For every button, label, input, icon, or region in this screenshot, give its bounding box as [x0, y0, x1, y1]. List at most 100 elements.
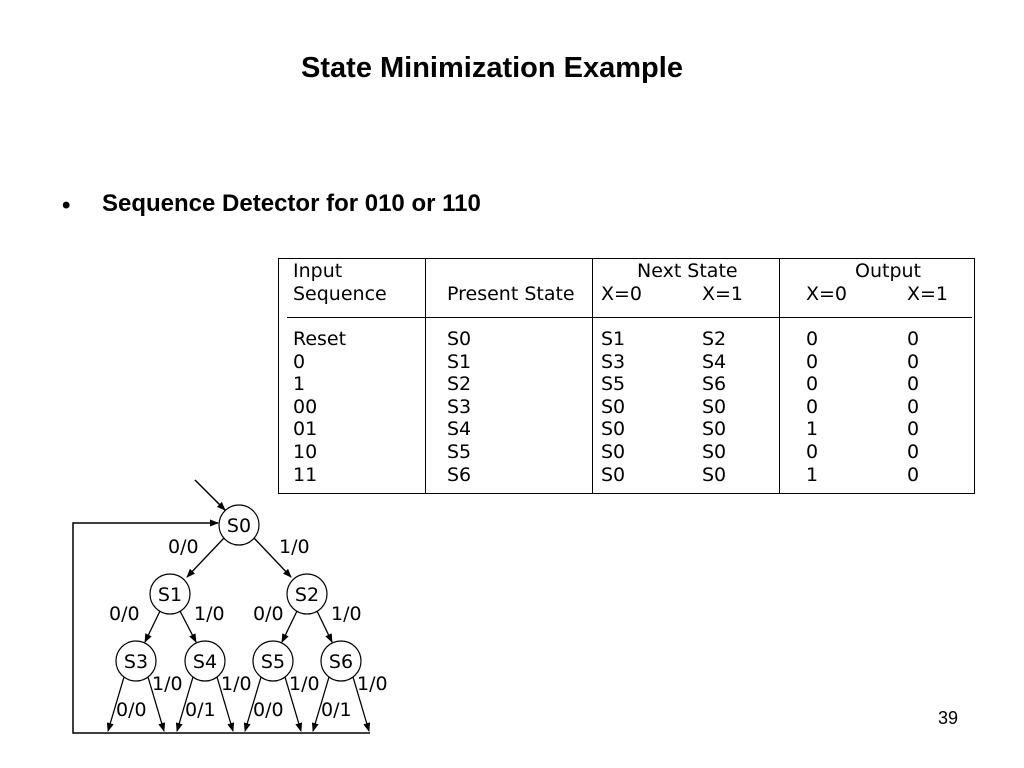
table-cell-next-x0: S1: [601, 328, 626, 350]
table-cell-input: 10: [293, 440, 318, 463]
header-out-x0: X=0: [806, 283, 848, 305]
edge-label-s6-out-right: 1/0: [357, 673, 388, 695]
state-node-s0: [218, 504, 260, 546]
edge-s5-out-right: [284, 676, 303, 732]
edge-label-s5-out-right: 1/0: [289, 673, 320, 695]
state-label-s2: S2: [295, 584, 319, 606]
state-label-s3: S3: [124, 651, 148, 673]
state-label-s0: S0: [227, 515, 251, 537]
edge-s0-s1: [186, 537, 225, 578]
edge-s3-out-right: [147, 676, 166, 732]
table-cell-next-x1: S0: [702, 463, 727, 486]
bullet-symbol: •: [62, 192, 71, 219]
edge-label-s2-s6: 1/0: [331, 603, 362, 625]
edge-label-s1-s3: 0/0: [109, 603, 140, 625]
state-node-s5: [252, 640, 294, 682]
edge-s6-out-left: [311, 676, 330, 732]
table-cell-out-x1: 0: [907, 328, 920, 350]
state-label-s6: S6: [329, 651, 353, 673]
table-cell-next-x1: S0: [702, 440, 727, 463]
edge-s0-s2: [253, 537, 292, 578]
header-sequence: Sequence: [293, 283, 387, 305]
start-arrow: [194, 479, 226, 511]
table-cell-present: S6: [447, 463, 472, 486]
reset-loop-path: [72, 519, 370, 734]
table-cell-next-x0: S0: [601, 395, 626, 418]
table-cell-input: 11: [293, 463, 318, 486]
table-cell-out-x0: 0: [806, 440, 819, 463]
table-cell-input: Reset: [293, 328, 347, 350]
table-cell-out-x1: 0: [907, 440, 920, 463]
page-number: 39: [938, 708, 959, 728]
edge-label-s6-out-left: 0/1: [321, 699, 352, 721]
state-table: Input Sequence Present State Next State …: [278, 258, 975, 494]
table-divider: [592, 259, 593, 493]
header-next-state: Next State: [637, 260, 738, 282]
edge-s6-out-right: [352, 676, 371, 732]
header-next-x1: X=1: [702, 283, 744, 305]
state-node-s2: [286, 573, 328, 615]
table-cell-out-x0: 0: [806, 328, 819, 350]
table-cell-out-x1: 0: [907, 373, 920, 396]
edge-label-s5-out-left: 0/0: [253, 699, 284, 721]
header-rule: [287, 317, 972, 318]
table-cell-out-x1: 0: [907, 463, 920, 486]
table-cell-input: 01: [293, 418, 318, 441]
table-cell-next-x1: S2: [702, 328, 727, 350]
table-cell-next-x1: S4: [702, 350, 727, 373]
table-cell-next-x1: S0: [702, 418, 727, 441]
edge-label-s0-s1: 0/0: [168, 536, 199, 558]
edge-s4-out-left: [175, 676, 194, 732]
edge-label-s3-out-right: 1/0: [152, 673, 183, 695]
header-out-x1: X=1: [907, 283, 949, 305]
header-input: Input: [293, 260, 343, 282]
edge-label-s2-s5: 0/0: [253, 603, 284, 625]
table-cell-input: 0: [293, 350, 306, 373]
table-cell-next-x0: S0: [601, 463, 626, 486]
header-output: Output: [855, 260, 921, 282]
edge-s5-out-left: [243, 676, 262, 732]
state-label-s1: S1: [158, 584, 182, 606]
header-present-state: Present State: [447, 283, 575, 305]
edge-s1-s3: [144, 610, 161, 643]
bullet-text: Sequence Detector for 010 or 110: [102, 190, 481, 217]
table-cell-present: S2: [447, 373, 472, 396]
edge-s4-out-right: [216, 676, 235, 732]
table-cell-present: S3: [447, 395, 472, 418]
table-cell-input: 1: [293, 373, 306, 396]
table-cell-next-x0: S5: [601, 373, 626, 396]
edge-label-s1-s4: 1/0: [194, 603, 225, 625]
table-divider: [779, 259, 780, 493]
edge-label-s4-out-left: 0/1: [185, 699, 216, 721]
table-cell-next-x0: S0: [601, 440, 626, 463]
table-cell-next-x0: S0: [601, 418, 626, 441]
edge-s2-s5: [281, 610, 298, 643]
table-cell-present: S4: [447, 418, 472, 441]
edge-label-s4-out-right: 1/0: [221, 673, 252, 695]
edge-label-s0-s2: 1/0: [279, 536, 310, 558]
state-node-s1: [149, 573, 191, 615]
table-cell-out-x0: 0: [806, 395, 819, 418]
table-cell-out-x0: 0: [806, 350, 819, 373]
table-cell-out-x0: 1: [806, 463, 819, 486]
edge-s2-s6: [316, 610, 333, 643]
state-node-s3: [115, 640, 157, 682]
state-label-s5: S5: [261, 651, 285, 673]
table-cell-input: 00: [293, 395, 318, 418]
table-divider: [425, 259, 426, 493]
table-cell-present: S1: [447, 350, 472, 373]
table-cell-next-x1: S0: [702, 395, 727, 418]
slide-title: State Minimization Example: [301, 52, 683, 84]
table-cell-out-x0: 1: [806, 418, 819, 441]
table-cell-present: S0: [447, 328, 472, 350]
edge-s3-out-left: [106, 676, 125, 732]
table-cell-next-x0: S3: [601, 350, 626, 373]
edge-s1-s4: [179, 610, 197, 643]
state-label-s4: S4: [193, 651, 217, 673]
